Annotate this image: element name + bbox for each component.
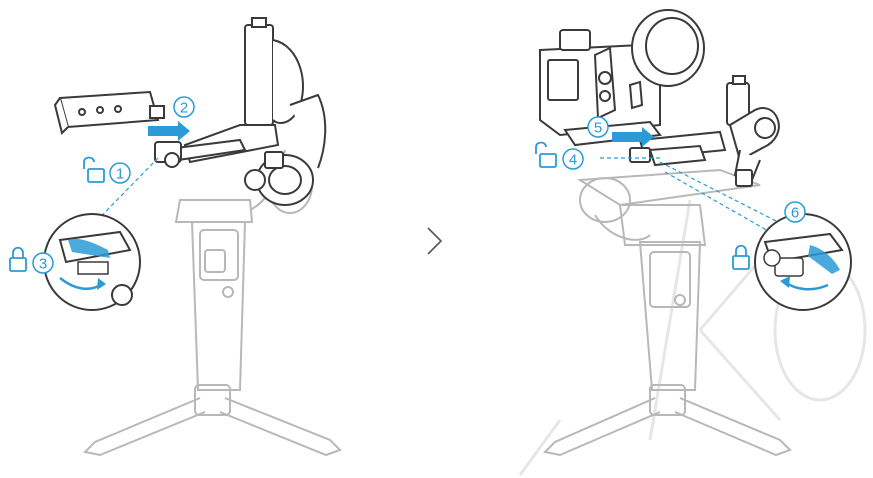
unlock-icon [535,141,557,168]
camera-right [539,9,705,147]
step-number: 6 [791,205,799,222]
step-number: 1 [116,166,124,183]
zoom-circle-left [43,213,141,311]
gimbal-arms-right [576,168,761,241]
leader-line-right-b [659,161,779,223]
quick-release-plate-left [53,90,165,135]
slide-arrow-right [612,127,654,147]
zoom-circle-right [754,213,852,311]
step-badge-1: 1 [109,162,131,184]
lever-left [154,141,182,168]
roll-motor-left [244,151,314,206]
handle-left [174,199,254,391]
step-number: 4 [569,152,577,169]
right-panel: 4 5 6 [518,9,867,476]
unlock-icon [83,156,105,183]
step-number: 3 [39,256,47,273]
step-number: 5 [594,120,602,137]
slide-arrow-left [148,121,190,141]
tripod-right [542,384,792,457]
lock-icon [9,246,27,272]
step-badge-6: 6 [784,201,806,223]
step-badge-2: 2 [173,96,195,118]
step-badge-5: 5 [587,116,609,138]
left-panel: 1 2 3 [9,17,342,457]
step-badge-3: 3 [32,252,54,274]
step-badge-4: 4 [562,148,584,170]
lock-icon [732,244,750,270]
leader-line-left [77,157,159,241]
handle-right [618,204,707,391]
tilt-arm-right [726,75,780,187]
tripod-left [82,384,342,457]
vertical-arm-left [158,17,327,169]
step-number: 2 [180,100,188,117]
leader-line-right-c [664,171,771,233]
chevron-right-icon [427,227,443,255]
